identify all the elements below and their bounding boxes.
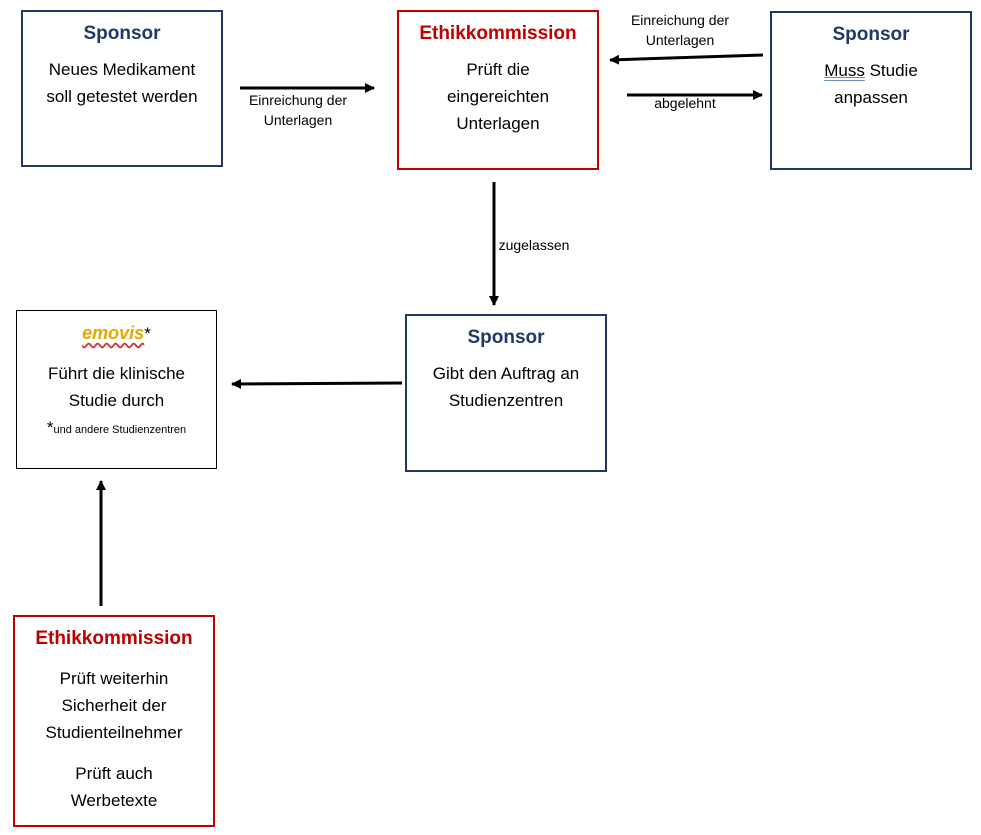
- emovis-brand: emovis: [82, 323, 145, 343]
- edge-label-submit-1: Einreichung der Unterlagen: [248, 92, 348, 128]
- node-footnote: *und andere Studienzentren: [17, 418, 216, 438]
- node-title: Ethikkommission: [419, 23, 577, 44]
- underlined-word: Muss: [824, 61, 865, 80]
- node-text: Prüft weiterhin Sicherheit der Studiente…: [45, 669, 183, 742]
- edge-label-submit-2: Einreichung der Unterlagen: [630, 12, 730, 48]
- edge-label-approved: zugelassen: [498, 237, 570, 253]
- node-title: emovis*: [17, 321, 216, 346]
- node-ethik-review: Ethikkommission Prüft die eingereichten …: [397, 10, 599, 170]
- node-text: Prüft die eingereichten Unterlagen: [446, 60, 550, 133]
- footnote-text: und andere Studienzentren: [53, 424, 187, 436]
- node-sponsor-adjust: Sponsor Muss Studie anpassen: [770, 11, 972, 170]
- node-title: Ethikkommission: [35, 628, 193, 649]
- edge-label-rejected: abgelehnt: [654, 95, 716, 111]
- node-text: Muss Studie anpassen: [780, 57, 962, 111]
- node-text-2: Prüft auch Werbetexte: [70, 764, 158, 810]
- node-text: Neues Medikament soll getestet werden: [46, 60, 198, 106]
- node-title: Sponsor: [832, 24, 910, 45]
- node-sponsor-start: Sponsor Neues Medikament soll getestet w…: [21, 10, 223, 167]
- node-emovis: emovis* Führt die klinische Studie durch…: [16, 310, 217, 469]
- node-title: Sponsor: [83, 23, 161, 44]
- node-sponsor-assign: Sponsor Gibt den Auftrag an Studienzentr…: [405, 314, 607, 472]
- node-text: Führt die klinische Studie durch: [47, 364, 185, 410]
- text-line2: anpassen: [834, 88, 908, 107]
- node-ethik-monitor: Ethikkommission Prüft weiterhin Sicherhe…: [13, 615, 215, 827]
- footnote-star: *: [46, 418, 54, 437]
- arrow-sponsor-adjust-to-ethik: [609, 53, 764, 65]
- arrow-sponsor-assign-to-emovis: [231, 378, 403, 389]
- emovis-asterisk: *: [144, 324, 151, 343]
- node-text: Gibt den Auftrag an Studienzentren: [432, 364, 580, 410]
- text-rest: Studie: [864, 61, 918, 80]
- node-title: Sponsor: [467, 327, 545, 348]
